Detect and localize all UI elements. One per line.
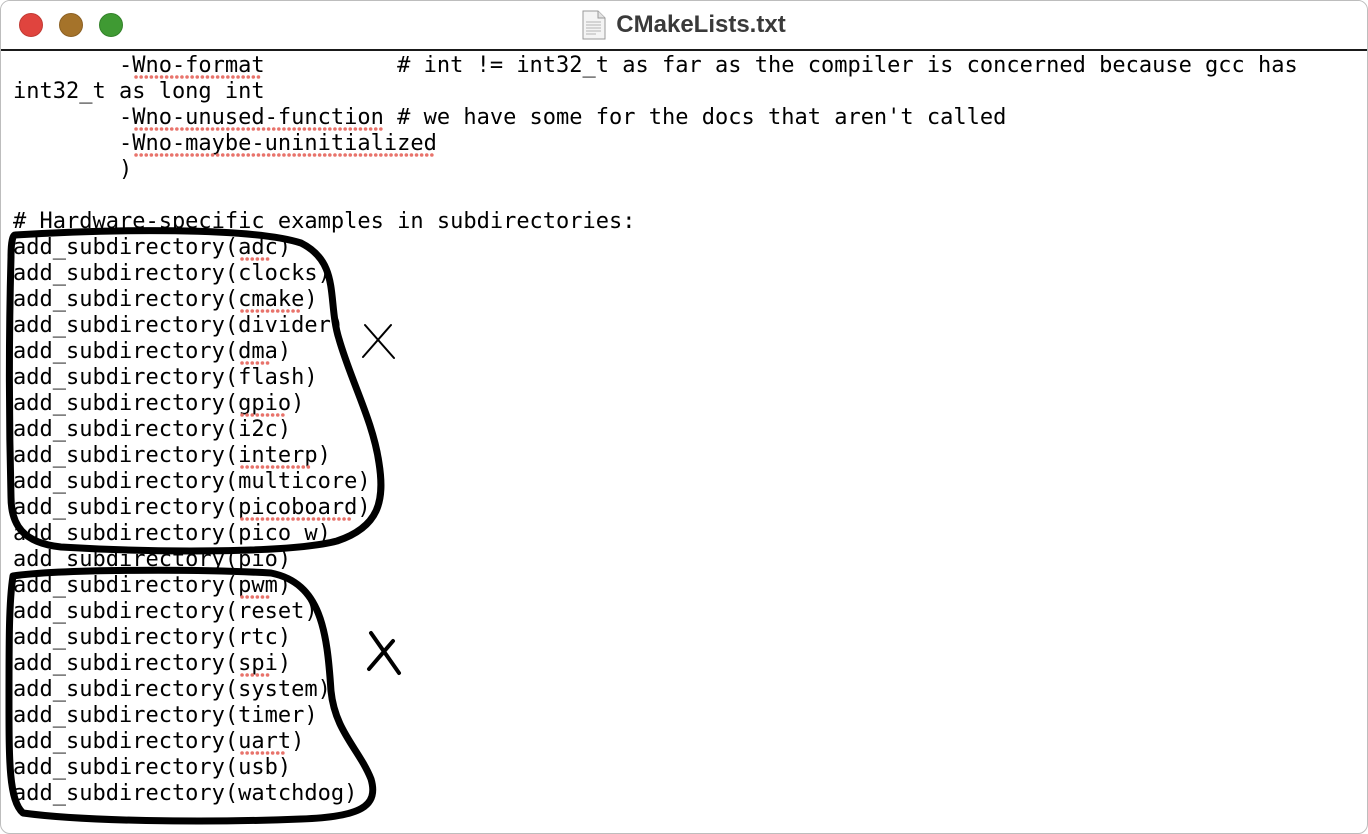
code-line[interactable]: add_subdirectory(clocks) [13, 261, 331, 286]
code-line[interactable]: add_subdirectory(uart) [13, 729, 305, 754]
window-title-group: CMakeLists.txt [1, 7, 1367, 43]
code-line[interactable]: add_subdirectory(pico_w) [13, 521, 331, 546]
document-icon [582, 10, 606, 40]
code-line[interactable]: add_subdirectory(i2c) [13, 417, 292, 442]
code-line[interactable]: add_subdirectory(dma) [13, 339, 292, 364]
code-line[interactable] [13, 183, 1298, 209]
window-title: CMakeLists.txt [616, 11, 786, 38]
code-line[interactable]: -Wno-maybe-uninitialized [13, 131, 437, 156]
title-divider [1, 49, 1367, 51]
code-line[interactable]: add_subdirectory(watchdog) [13, 781, 358, 806]
code-line[interactable]: add_subdirectory(usb) [13, 755, 292, 780]
code-line[interactable]: -Wno-unused-function # we have some for … [13, 105, 1007, 130]
minimize-button[interactable] [59, 13, 83, 37]
code-line[interactable]: add_subdirectory(reset) [13, 599, 318, 624]
code-line[interactable]: add_subdirectory(multicore) [13, 469, 371, 494]
code-line[interactable]: add_subdirectory(interp) [13, 443, 331, 468]
text-editor-area[interactable]: -Wno-format # int != int32_t as far as t… [1, 53, 1367, 833]
close-button[interactable] [19, 13, 43, 37]
document-text[interactable]: -Wno-format # int != int32_t as far as t… [13, 53, 1298, 807]
code-line[interactable]: add_subdirectory(flash) [13, 365, 318, 390]
code-line[interactable]: add_subdirectory(system) [13, 677, 331, 702]
code-line[interactable]: add_subdirectory(picoboard) [13, 495, 371, 520]
code-line[interactable]: add_subdirectory(divider) [13, 313, 345, 338]
code-line[interactable]: add_subdirectory(gpio) [13, 391, 305, 416]
code-line[interactable]: add_subdirectory(adc) [13, 235, 292, 260]
code-line[interactable]: # Hardware-specific examples in subdirec… [13, 209, 636, 234]
title-bar[interactable]: CMakeLists.txt [1, 1, 1367, 49]
code-line[interactable]: ) [13, 157, 133, 182]
code-line[interactable]: -Wno-format # int != int32_t as far as t… [13, 53, 1298, 78]
code-line[interactable]: add_subdirectory(timer) [13, 703, 318, 728]
code-line[interactable]: int32_t as long int [13, 79, 265, 104]
code-line[interactable]: add_subdirectory(spi) [13, 651, 292, 676]
code-line[interactable]: add_subdirectory(rtc) [13, 625, 292, 650]
code-line[interactable]: add_subdirectory(cmake) [13, 287, 318, 312]
code-line[interactable]: add_subdirectory(pwm) [13, 573, 292, 598]
zoom-button[interactable] [99, 13, 123, 37]
code-line[interactable]: add_subdirectory(pio) [13, 547, 292, 572]
